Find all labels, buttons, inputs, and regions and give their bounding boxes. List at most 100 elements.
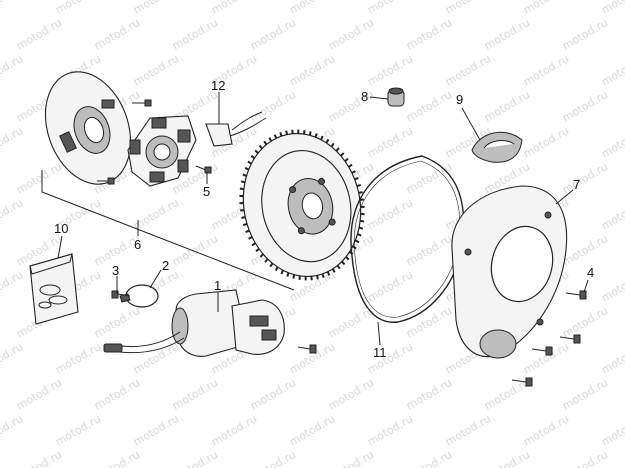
screw-icon: [97, 177, 115, 185]
watermark-text: motod.ru: [209, 412, 259, 448]
watermark-text: motod.ru: [0, 340, 25, 376]
gear-tooth: [247, 160, 252, 165]
generator-cover: [451, 185, 568, 359]
gear-tooth: [242, 173, 247, 177]
callout-7: 7: [573, 177, 580, 192]
watermark-text: motod.ru: [53, 0, 103, 17]
watermark-text: motod.ru: [14, 448, 64, 468]
watermark-text: motod.ru: [326, 16, 376, 52]
gear-tooth: [269, 262, 274, 268]
watermark-text: motod.ru: [560, 376, 610, 412]
gear-tooth: [259, 253, 264, 258]
gear-tooth: [279, 131, 283, 137]
gear-tooth: [359, 219, 365, 223]
watermark-text: motod.ru: [0, 124, 25, 160]
flywheel: [242, 132, 362, 278]
watermark-text: motod.ru: [521, 52, 571, 88]
watermark-text: motod.ru: [443, 52, 493, 88]
gear-tooth: [316, 275, 319, 280]
watermark-text: motod.ru: [365, 196, 415, 232]
gear-tooth: [242, 222, 248, 227]
gear-tooth: [255, 248, 260, 253]
watermark-text: motod.ru: [482, 88, 532, 124]
gear-tooth: [241, 216, 246, 219]
gear-tooth: [314, 133, 318, 138]
callout-1: 1: [214, 278, 221, 293]
gear-tooth: [354, 239, 360, 244]
watermark-text: motod.ru: [521, 340, 571, 376]
gear-tooth: [331, 268, 336, 273]
watermark-text: motod.ru: [599, 412, 625, 448]
gear-tooth: [348, 163, 353, 168]
screw-icon: [132, 99, 152, 107]
gear-tooth: [330, 142, 335, 148]
callout-5: 5: [203, 184, 210, 199]
gear-tooth: [258, 144, 263, 150]
gear-tooth: [285, 130, 288, 135]
gear-tooth: [291, 129, 294, 134]
callout-2: 2: [162, 258, 169, 273]
watermark-text: motod.ru: [560, 448, 610, 468]
gear-tooth: [292, 274, 296, 279]
callout-9: 9: [456, 92, 463, 107]
watermark-text: motod.ru: [521, 0, 571, 17]
gear-tooth: [345, 256, 350, 261]
gear-tooth: [340, 152, 345, 157]
gear-tooth: [336, 264, 341, 270]
gear-tooth: [244, 166, 250, 171]
watermark-text: motod.ru: [131, 340, 181, 376]
watermark-text: motod.ru: [14, 16, 64, 52]
watermark-text: motod.ru: [482, 448, 532, 468]
gear-tooth: [358, 226, 364, 230]
watermark-text: motod.ru: [404, 232, 454, 268]
callout-6: 6: [134, 237, 141, 252]
gear-tooth: [245, 229, 250, 234]
watermark-text: motod.ru: [365, 0, 415, 17]
watermark-text: motod.ru: [404, 304, 454, 340]
gear-tooth: [239, 187, 245, 191]
gear-tooth: [354, 176, 359, 181]
gear-tooth: [268, 137, 273, 142]
gear-tooth: [280, 269, 284, 275]
watermark-text: motod.ru: [560, 160, 610, 196]
stator-plate: [44, 71, 132, 185]
gear-tooth: [254, 149, 259, 154]
bolt-icon: [565, 290, 587, 300]
watermark-text: motod.ru: [248, 16, 298, 52]
watermark-text: motod.ru: [560, 16, 610, 52]
watermark-text: motod.ru: [248, 376, 298, 412]
watermark-text: motod.ru: [92, 448, 142, 468]
watermark-text: motod.ru: [53, 340, 103, 376]
gear-tooth: [286, 272, 290, 277]
watermark-text: motod.ru: [326, 448, 376, 468]
gear-tooth: [248, 236, 253, 240]
starter-bracket: [119, 284, 159, 308]
watermark-text: motod.ru: [599, 0, 625, 17]
bolt-icon: [559, 334, 581, 344]
watermark-text: motod.ru: [404, 88, 454, 124]
gear-tooth: [250, 154, 256, 159]
callout-4: 4: [587, 265, 594, 280]
gear-tooth: [310, 276, 313, 281]
gear-tooth: [326, 271, 331, 276]
watermark-text: motod.ru: [599, 52, 625, 88]
bolt-icon: [511, 377, 533, 387]
watermark-text: motod.ru: [599, 124, 625, 160]
callout-12: 12: [211, 78, 225, 93]
watermark-text: motod.ru: [131, 412, 181, 448]
watermark-text: motod.ru: [287, 412, 337, 448]
callout-11: 11: [373, 345, 387, 360]
watermark-text: motod.ru: [599, 196, 625, 232]
gasket-kit-bag: [29, 253, 79, 325]
watermark-text: motod.ru: [404, 16, 454, 52]
watermark-text: motod.ru: [287, 52, 337, 88]
watermark-text: motod.ru: [14, 160, 64, 196]
leader-lines: [57, 92, 589, 346]
gear-tooth: [321, 273, 325, 279]
watermark-text: motod.ru: [443, 412, 493, 448]
watermark-text: motod.ru: [92, 304, 142, 340]
watermark-text: motod.ru: [560, 304, 610, 340]
watermark-text: motod.ru: [365, 268, 415, 304]
watermark-text: motod.ru: [326, 88, 376, 124]
